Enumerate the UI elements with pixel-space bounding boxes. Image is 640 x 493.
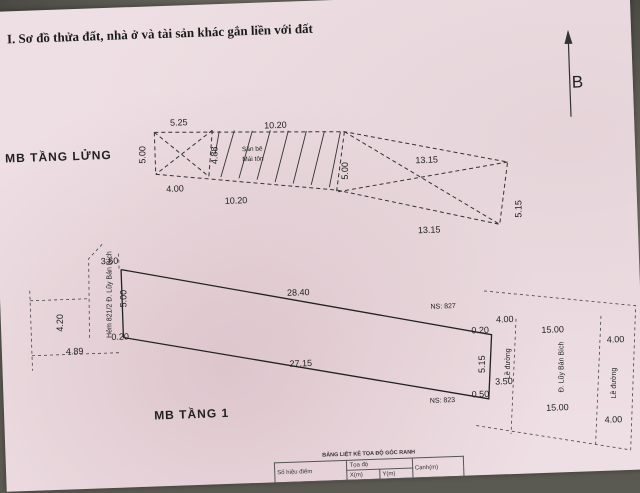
street-area <box>474 290 637 451</box>
mezzanine-plan <box>153 129 509 225</box>
dim-label: 3.60 <box>101 256 119 267</box>
dim-label: 13.15 <box>415 154 438 165</box>
alley-label: Hẻm 821/2 Đ. Lũy Bán Bích <box>106 251 113 338</box>
dim-label: 4.00 <box>496 314 514 325</box>
dim-label: 5.15 <box>513 200 523 218</box>
dim-label: 4.20 <box>55 314 65 332</box>
dim-label: 0.20 <box>471 325 489 336</box>
dim-label: 4.88 <box>209 147 219 165</box>
dim-label: 4.00 <box>166 183 184 194</box>
table-header: Số hiệu điểm <box>274 460 348 483</box>
sidewalk-label: Lề đường <box>503 348 512 379</box>
table-grid: Số hiệu điểm Tọa độ Cạnh(m) X(m) Y(m) <box>274 456 465 484</box>
dim-label: 0.20 <box>111 331 129 342</box>
dim-label: 3.50 <box>495 376 513 387</box>
table-header: Cạnh(m) <box>411 456 464 479</box>
hatch-label-1: Sân bê <box>242 146 263 154</box>
neighbor-label: NS: 827 <box>430 303 456 311</box>
mezzanine-dimensions: 5.25 10.20 5.00 4.88 5.00 4.00 10.20 13.… <box>137 117 523 235</box>
mezzanine-hatch <box>214 130 341 188</box>
dim-label: 28.40 <box>287 287 310 298</box>
dim-label: 5.00 <box>340 162 350 180</box>
dim-label: 5.15 <box>477 355 487 373</box>
dim-label: 27.15 <box>289 358 312 369</box>
dim-label: 10.20 <box>264 120 287 131</box>
dim-label: 13.15 <box>418 224 441 235</box>
table-header: Y(m) <box>379 468 413 480</box>
street-label: Đ. Lũy Bán Bích <box>559 342 566 393</box>
table-header: X(m) <box>347 469 381 481</box>
north-arrow-icon: B <box>564 29 583 117</box>
dim-label: 5.25 <box>170 117 188 128</box>
sidewalk-label: Lề đường <box>609 368 618 399</box>
north-label: B <box>571 72 583 91</box>
neighbor-label: NS: 823 <box>430 397 456 405</box>
dim-label: 15.00 <box>546 402 569 413</box>
ground-plan <box>120 268 493 400</box>
ground-floor-label: MB TẦNG 1 <box>153 405 230 423</box>
dim-label: 5.00 <box>137 146 147 164</box>
alley <box>29 243 122 371</box>
dim-label: 4.00 <box>607 334 625 345</box>
dim-label: 0.50 <box>471 389 489 400</box>
dim-label: 5.00 <box>118 290 128 308</box>
dim-label: 15.00 <box>541 324 564 335</box>
dim-label: 4.89 <box>66 346 84 357</box>
hatch-label-2: Mái tôn <box>242 156 264 164</box>
dim-label: 10.20 <box>225 195 248 206</box>
coordinate-table: BẢNG LIỆT KÊ TỌA ĐỘ GÓC RANH Số hiệu điể… <box>274 448 465 484</box>
dim-label: 4.00 <box>604 414 622 425</box>
ground-dimensions: 3.60 5.00 4.20 0.20 4.89 28.40 27.15 0.2… <box>55 256 625 425</box>
